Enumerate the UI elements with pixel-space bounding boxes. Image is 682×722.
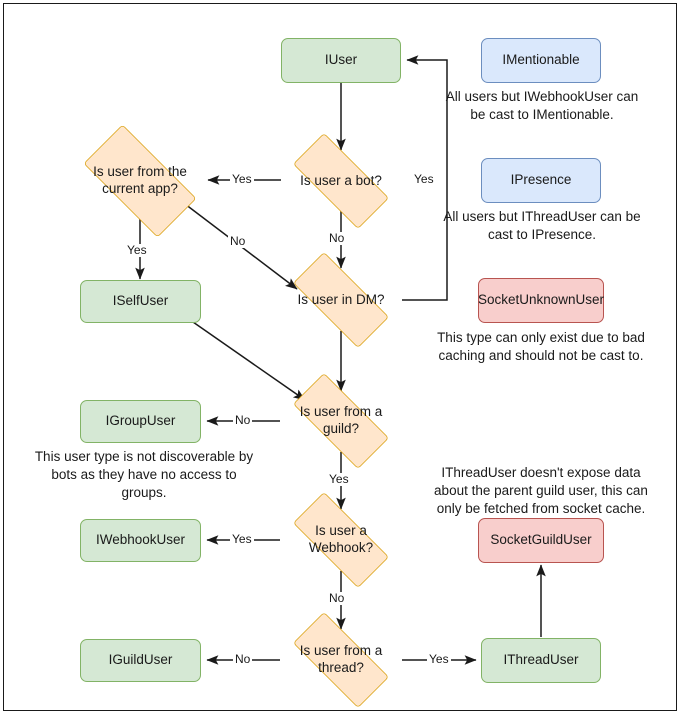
node-iselfuser[interactable]: ISelfUser bbox=[80, 280, 201, 323]
caption-imentionable: All users but IWebhookUser can be cast t… bbox=[445, 89, 639, 122]
node-iuser[interactable]: IUser bbox=[281, 38, 401, 83]
edge-label-dm-yes: Yes bbox=[412, 172, 436, 187]
node-socketguilduser[interactable]: SocketGuildUser bbox=[478, 518, 604, 563]
node-is-user-a-webhook[interactable]: Is user a Webhook? bbox=[276, 492, 406, 588]
node-igroupuser[interactable]: IGroupUser bbox=[80, 400, 201, 443]
node-igroupuser-label: IGroupUser bbox=[105, 413, 176, 429]
node-socketunknownuser[interactable]: SocketUnknownUser bbox=[478, 278, 604, 323]
node-imentionable-label: IMentionable bbox=[502, 52, 580, 68]
edge-label-app-no: No bbox=[228, 234, 248, 249]
edge-label-bot-yes: Yes bbox=[230, 172, 254, 187]
caption-ipresence: All users but IThreadUser can be cast to… bbox=[443, 209, 641, 242]
node-is-user-from-a-thread-label: Is user from a thread? bbox=[299, 643, 383, 675]
node-ipresence[interactable]: IPresence bbox=[481, 158, 601, 203]
node-iselfuser-label: ISelfUser bbox=[112, 293, 169, 309]
node-iguilduser-label: IGuildUser bbox=[108, 652, 173, 668]
node-is-user-a-webhook-label: Is user a Webhook? bbox=[308, 523, 374, 555]
node-is-user-from-current-app-label: Is user from the current app? bbox=[93, 164, 187, 196]
edge-label-webhook-yes: Yes bbox=[230, 532, 254, 547]
node-is-user-from-a-guild-label: Is user from a guild? bbox=[299, 404, 383, 436]
node-socketguilduser-label: SocketGuildUser bbox=[490, 532, 592, 548]
node-iwebhookuser-label: IWebhookUser bbox=[95, 532, 186, 548]
edge-label-thread-yes: Yes bbox=[427, 652, 451, 667]
edge-label-app-yes: Yes bbox=[125, 243, 149, 258]
node-socketunknownuser-label: SocketUnknownUser bbox=[477, 292, 605, 308]
node-is-user-from-a-guild[interactable]: Is user from a guild? bbox=[276, 373, 406, 469]
caption-socketguilduser: IThreadUser doesn't expose data about th… bbox=[434, 465, 648, 516]
edge-label-guild-no: No bbox=[233, 413, 253, 428]
edge-label-webhook-no: No bbox=[327, 591, 347, 606]
caption-igroupuser: This user type is not discoverable by bo… bbox=[34, 449, 254, 500]
node-is-user-in-dm[interactable]: Is user in DM? bbox=[276, 252, 406, 348]
node-iwebhookuser[interactable]: IWebhookUser bbox=[80, 519, 201, 562]
caption-socketunknownuser: This type can only exist due to bad cach… bbox=[437, 330, 645, 363]
edge-label-thread-no: No bbox=[233, 652, 253, 667]
node-imentionable[interactable]: IMentionable bbox=[481, 38, 601, 83]
node-iguilduser[interactable]: IGuildUser bbox=[80, 639, 201, 682]
node-is-user-from-a-thread[interactable]: Is user from a thread? bbox=[276, 612, 406, 708]
node-ithreaduser-label: IThreadUser bbox=[503, 652, 579, 668]
edge-label-guild-yes: Yes bbox=[327, 472, 351, 487]
edge-iselfuser-to-isguild bbox=[192, 321, 306, 401]
node-ipresence-label: IPresence bbox=[510, 172, 572, 188]
node-is-user-from-current-app[interactable]: Is user from the current app? bbox=[66, 124, 214, 238]
node-is-user-a-bot-label: Is user a bot? bbox=[300, 172, 382, 188]
node-ithreaduser[interactable]: IThreadUser bbox=[481, 638, 601, 683]
edge-label-bot-no: No bbox=[327, 231, 347, 246]
node-is-user-in-dm-label: Is user in DM? bbox=[297, 291, 385, 307]
node-iuser-label: IUser bbox=[324, 52, 358, 68]
node-is-user-a-bot[interactable]: Is user a bot? bbox=[276, 133, 406, 229]
